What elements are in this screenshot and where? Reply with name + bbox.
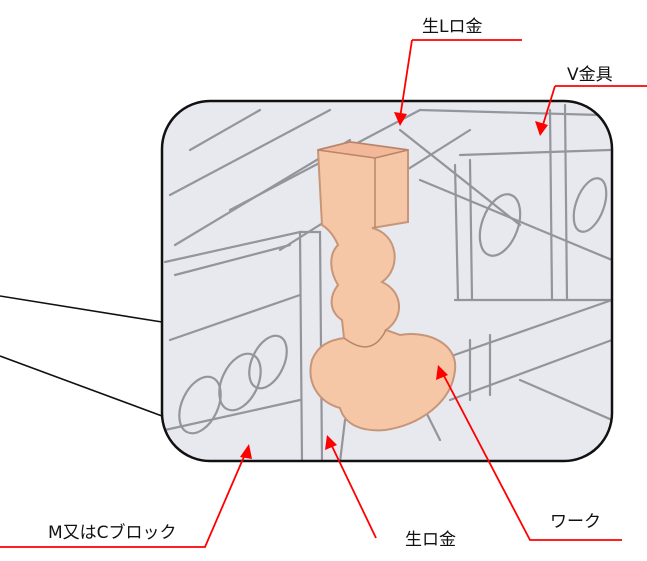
workpiece-shape — [309, 140, 457, 432]
label-raw-fixture: 生ロ金 — [405, 530, 456, 550]
leader-line-workpiece — [441, 371, 622, 541]
label-workpiece: ワーク — [550, 512, 601, 532]
arrowhead-workpiece — [436, 365, 448, 380]
arrowhead-v-fixture — [535, 121, 548, 136]
connector-line-lower — [0, 355, 163, 417]
connector-line-upper — [0, 295, 163, 323]
label-v-fixture: V金具 — [567, 65, 613, 85]
arrowhead-raw-fixture — [325, 435, 337, 450]
arrowhead-raw-l-fixture — [394, 112, 407, 126]
leader-line-raw-l-fixture — [399, 39, 413, 119]
arrowhead-m-or-c-block — [240, 444, 252, 459]
leader-line-m-or-c-block — [0, 451, 247, 548]
label-m-or-c-block: M又はCブロック — [48, 523, 177, 543]
leader-line-raw-fixture — [329, 441, 377, 539]
label-raw-l-fixture: 生Lロ金 — [422, 17, 483, 37]
inset-panel-border — [160, 99, 614, 463]
leader-line-v-fixture — [541, 85, 556, 129]
inset-panel — [162, 101, 612, 461]
